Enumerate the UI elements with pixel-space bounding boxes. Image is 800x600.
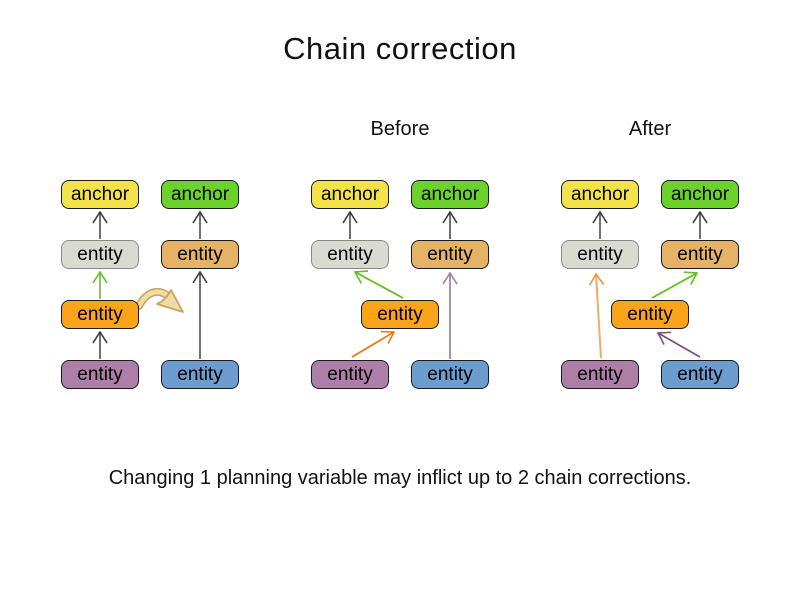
entity-box: entity [561,360,639,389]
entity-box: entity [411,360,489,389]
arrow-after-orange-to-tan [651,273,697,299]
entity-box: entity [61,360,139,389]
arrow-before-purple-to-orange [351,332,394,358]
group-label-before: Before [370,118,430,140]
entity-box: entity [561,240,639,269]
entity-box: entity [311,240,389,269]
entity-box: entity [61,300,139,329]
entity-box: entity [411,240,489,269]
entity-box: entity [611,300,689,329]
anchor-box: anchor [661,180,739,209]
anchor-box: anchor [161,180,239,209]
entity-box: entity [161,360,239,389]
entity-box: entity [311,360,389,389]
entity-box: entity [61,240,139,269]
anchor-box: anchor [311,180,389,209]
arrow-after-blue-to-orange [658,333,701,358]
entity-box: entity [161,240,239,269]
anchor-box: anchor [411,180,489,209]
page-title: Chain correction [283,31,517,66]
entity-box: entity [361,300,439,329]
entity-box: entity [661,240,739,269]
move-arrow-icon [135,287,184,313]
anchor-box: anchor [61,180,139,209]
group-label-after: After [628,118,672,140]
caption-text: Changing 1 planning variable may inflict… [108,467,692,489]
anchor-box: anchor [561,180,639,209]
arrow-before-orange-to-gray [355,272,404,299]
arrow-after-purple-to-gray [596,274,601,359]
entity-box: entity [661,360,739,389]
